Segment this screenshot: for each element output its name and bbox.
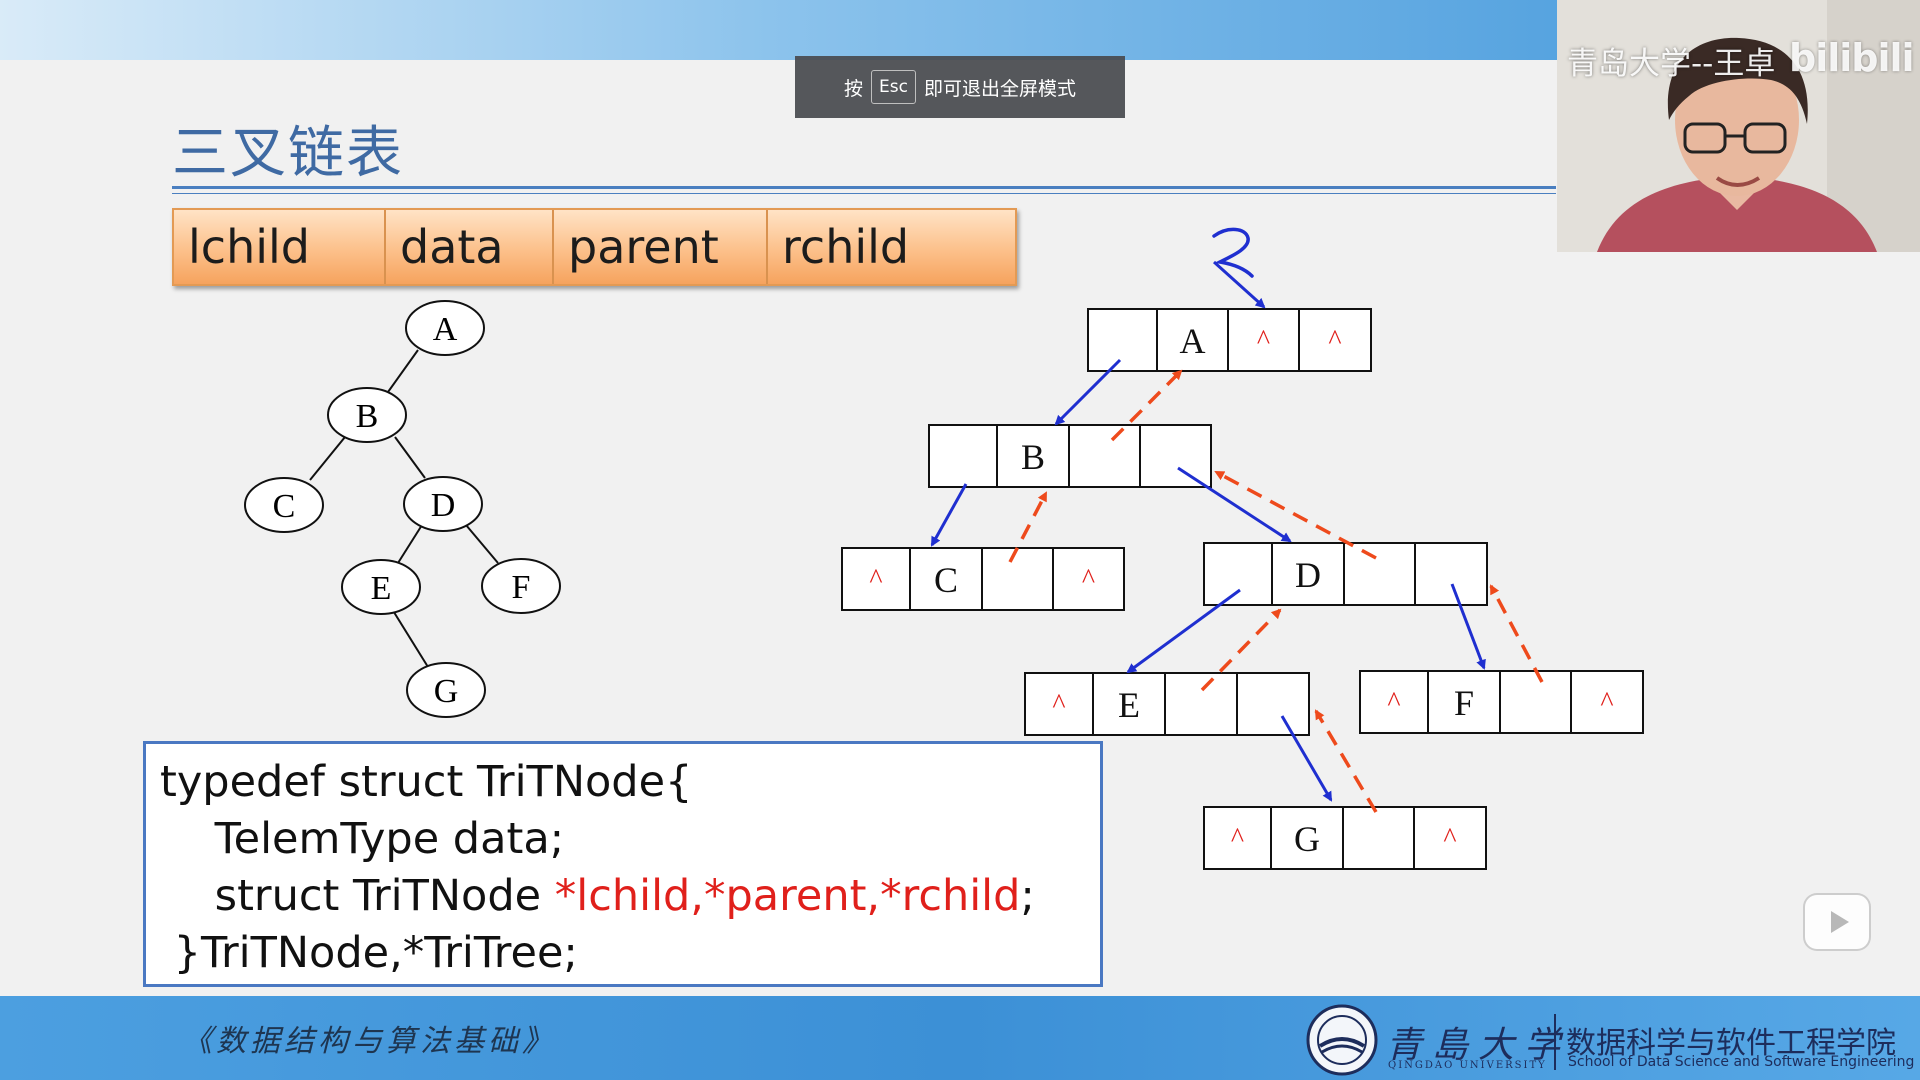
title-underline (172, 186, 1556, 189)
linked-node-e-data: E (1118, 685, 1140, 725)
linked-nodes: A^^B^C^D^E^F^^G^ (841, 308, 1644, 870)
course-name: 《数据结构与算法基础》 (182, 1024, 556, 1059)
linked-node-f: ^ F ^ (1359, 670, 1644, 734)
struct-definition-code: typedef struct TriTNode{ TelemType data;… (143, 741, 1103, 987)
tree-node-c: C (244, 477, 324, 533)
toast-prefix: 按 (844, 77, 864, 100)
linked-node-g-rchild: ^ (1443, 823, 1456, 854)
field-lchild: lchild (174, 210, 386, 284)
tree-node-g: G (406, 662, 486, 718)
linked-node-a-parent: ^ (1257, 325, 1270, 356)
svg-text:B: B (356, 398, 379, 435)
linked-node-a-data: A (1180, 321, 1206, 361)
bilibili-logo-icon: bilibili (1789, 36, 1915, 80)
root-pointer-scribble (1212, 227, 1254, 278)
linked-node-g: ^ G ^ (1203, 806, 1487, 870)
code-line-4: }TriTNode,*TriTree; (160, 928, 578, 978)
slide-title: 三叉链表 (172, 121, 404, 186)
svg-text:E: E (371, 570, 392, 607)
code-line-3: struct TriTNode *lchild,*parent,*rchild; (160, 868, 1100, 925)
webcam-caption: 青岛大学--王卓 (1567, 46, 1776, 82)
code-line-3-pointers: *lchild,*parent,*rchild (554, 871, 1021, 921)
tree-edges (309, 349, 499, 668)
node-field-header: lchild data parent rchild (172, 208, 1017, 286)
field-parent: parent (554, 210, 768, 284)
tree-node-f: F (481, 558, 561, 614)
linked-node-f-lchild: ^ (1387, 687, 1400, 718)
linked-node-c-lchild: ^ (869, 564, 882, 595)
toast-suffix: 即可退出全屏模式 (923, 77, 1076, 100)
title-underline-thin (172, 193, 1556, 194)
slide-footer (0, 996, 1920, 1080)
svg-text:G: G (434, 673, 459, 710)
presenter-webcam: 青岛大学--王卓 bilibili (1557, 0, 1920, 252)
svg-text:F: F (512, 569, 531, 606)
linked-node-d: D (1203, 542, 1488, 606)
linked-node-b-data: B (1021, 437, 1045, 477)
linked-node-a: A ^ ^ (1087, 308, 1372, 372)
child-pointers (930, 260, 1486, 802)
linked-node-c-rchild: ^ (1082, 564, 1095, 595)
linked-node-g-lchild: ^ (1231, 823, 1244, 854)
code-line-3-type: struct TriTNode (160, 871, 555, 921)
linked-node-d-data: D (1295, 555, 1321, 595)
code-line-2: TelemType data; (160, 814, 565, 864)
linked-node-b: B (928, 424, 1212, 488)
tree-diagram: A B C D E F G (244, 227, 1644, 870)
school-name-cn: 数据科学与软件工程学院 (1566, 1026, 1896, 1061)
code-line-1: typedef struct TriTNode{ (160, 757, 693, 807)
linked-node-c: ^ C ^ (841, 547, 1125, 611)
linked-node-e: ^E (1024, 672, 1310, 736)
linked-node-g-data: G (1294, 819, 1320, 859)
linked-node-e-lchild: ^ (1052, 689, 1065, 720)
school-name-en: School of Data Science and Software Engi… (1568, 1054, 1915, 1070)
parent-pointers (1008, 369, 1544, 813)
code-line-3-end: ; (1020, 871, 1035, 921)
svg-text:D: D (431, 487, 456, 524)
svg-text:A: A (433, 311, 458, 348)
play-icon (1831, 911, 1849, 933)
tree-node-b: B (327, 387, 407, 443)
linked-node-f-data: F (1454, 683, 1474, 723)
fullscreen-exit-toast: 按 Esc 即可退出全屏模式 (795, 56, 1125, 118)
presenter-avatar-icon (1557, 0, 1920, 252)
tree-node-e: E (341, 559, 421, 615)
field-rchild: rchild (782, 220, 910, 274)
linked-node-f-rchild: ^ (1600, 687, 1613, 718)
field-data: data (386, 210, 554, 284)
university-name-cn: 青島大学 (1386, 1025, 1571, 1066)
linked-node-a-rchild: ^ (1328, 325, 1341, 356)
tree-node-d: D (403, 476, 483, 532)
esc-key-badge: Esc (871, 70, 916, 104)
svg-text:C: C (273, 488, 296, 525)
play-button[interactable] (1803, 893, 1871, 951)
linked-node-c-data: C (934, 560, 958, 600)
tree-node-a: A (405, 300, 485, 356)
university-logo-icon (1306, 1004, 1378, 1076)
university-name-en: QINGDAO UNIVERSITY (1388, 1060, 1547, 1071)
footer-divider (1554, 1014, 1556, 1070)
